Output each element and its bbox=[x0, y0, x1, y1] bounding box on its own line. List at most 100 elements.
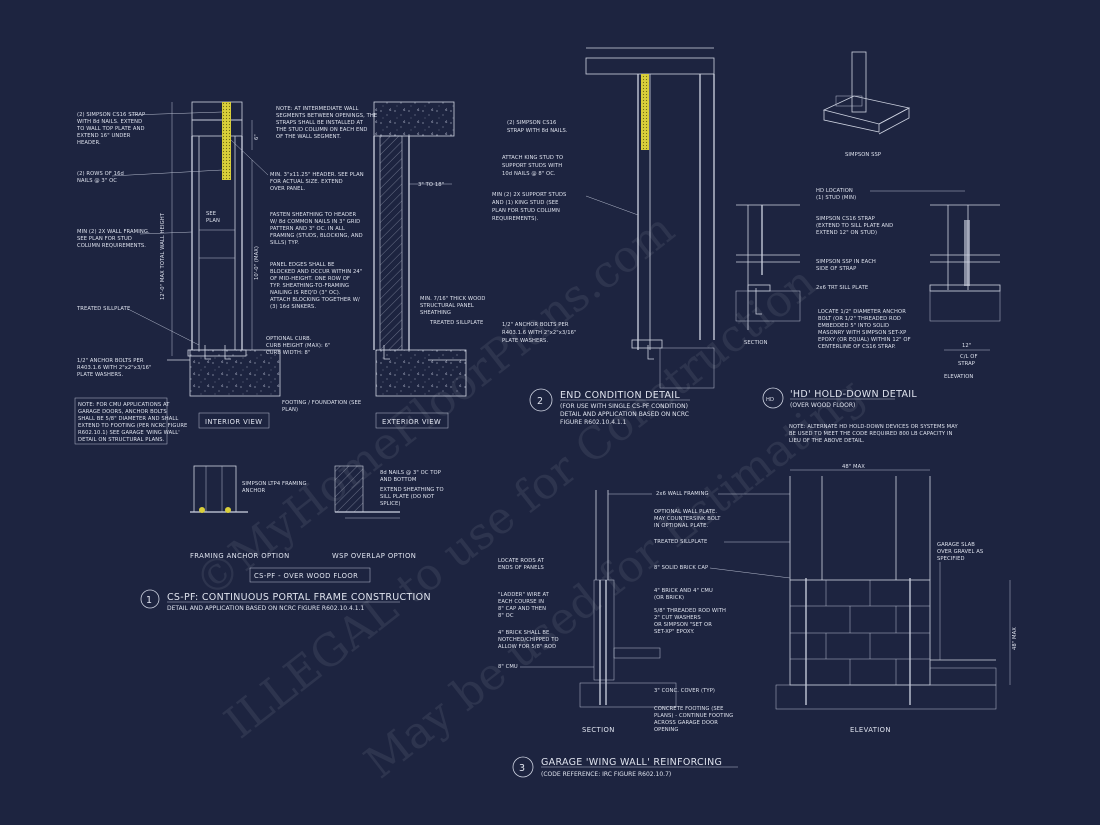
d1-note-framing: MIN (2) 2X WALL FRAMING. SEE PLAN FOR ST… bbox=[77, 229, 193, 249]
d1-note-sheathing: FASTEN SHEATHING TO HEADER W/ 8d COMMON … bbox=[270, 212, 363, 246]
svg-text:OPTIONAL CURB.: OPTIONAL CURB. bbox=[266, 336, 312, 342]
svg-text:CENTERLINE OF CS16 STRAP.: CENTERLINE OF CS16 STRAP. bbox=[818, 344, 896, 350]
svg-text:STRAP WITH 8d NAILS.: STRAP WITH 8d NAILS. bbox=[507, 128, 568, 134]
svg-text:INTERIOR VIEW: INTERIOR VIEW bbox=[205, 418, 262, 426]
svg-text:1/2" ANCHOR BOLTS PER: 1/2" ANCHOR BOLTS PER bbox=[502, 322, 569, 328]
svg-text:SIMPSON SSP IN EACH: SIMPSON SSP IN EACH bbox=[816, 259, 876, 265]
svg-text:1/2" ANCHOR BOLTS PER: 1/2" ANCHOR BOLTS PER bbox=[77, 358, 144, 364]
svg-text:BE USED TO MEET THE CODE REQUI: BE USED TO MEET THE CODE REQUIRED 800 LB… bbox=[789, 431, 953, 437]
svg-text:SHEATHING: SHEATHING bbox=[420, 310, 451, 316]
framing-anchor-option: SIMPSON LTP4 FRAMING ANCHOR FRAMING ANCH… bbox=[190, 465, 307, 560]
d2-note-support: MIN (2) 2X SUPPORT STUDS AND (1) KING ST… bbox=[492, 192, 639, 222]
exterior-view-label: EXTERIOR VIEW bbox=[375, 412, 449, 429]
svg-text:LOCATE 1/2" DIAMETER ANCHOR: LOCATE 1/2" DIAMETER ANCHOR bbox=[818, 309, 906, 315]
wing-wall-elevation-drawing: 48" MAX 48" MAX ELEVATION bbox=[775, 464, 1018, 734]
svg-text:MAY COUNTERSINK BOLT: MAY COUNTERSINK BOLT bbox=[654, 516, 721, 522]
hd-notes: HD LOCATION (1) STUD (MIN) SIMPSON CS16 … bbox=[816, 188, 965, 350]
svg-text:FASTEN SHEATHING TO HEADER: FASTEN SHEATHING TO HEADER bbox=[270, 212, 356, 218]
detail3-number: 3 bbox=[519, 763, 525, 774]
svg-text:R403.1.6 WITH 2"x2"x3/16": R403.1.6 WITH 2"x2"x3/16" bbox=[502, 330, 576, 336]
svg-text:TYP. SHEATHING-TO-FRAMING: TYP. SHEATHING-TO-FRAMING bbox=[269, 283, 349, 289]
svg-text:(2) SIMPSON CS16: (2) SIMPSON CS16 bbox=[507, 120, 556, 126]
svg-text:EXTEND SHEATHING TO: EXTEND SHEATHING TO bbox=[380, 487, 444, 493]
hd-title-block: HD 'HD' HOLD-DOWN DETAIL (OVER WOOD FLOO… bbox=[762, 387, 917, 409]
detail1-number: 1 bbox=[146, 595, 152, 606]
svg-text:(2) ROWS OF 16d: (2) ROWS OF 16d bbox=[77, 171, 124, 177]
svg-text:NAILS @ 3" OC: NAILS @ 3" OC bbox=[77, 178, 117, 184]
svg-text:DETAIL AND APPLICATION BASED O: DETAIL AND APPLICATION BASED ON NCRC bbox=[560, 411, 689, 418]
svg-text:IN OPTIONAL PLATE.: IN OPTIONAL PLATE. bbox=[654, 523, 708, 529]
svg-text:PLAN): PLAN) bbox=[282, 407, 298, 413]
svg-text:HEADER.: HEADER. bbox=[77, 140, 101, 146]
svg-text:TO WALL TOP PLATE AND: TO WALL TOP PLATE AND bbox=[76, 126, 145, 132]
svg-text:(OR BRICK): (OR BRICK) bbox=[654, 595, 684, 601]
svg-text:8" OC: 8" OC bbox=[498, 613, 514, 619]
svg-text:EXTEND 16" UNDER: EXTEND 16" UNDER bbox=[77, 133, 131, 139]
svg-text:5/8" THREADED ROD WITH: 5/8" THREADED ROD WITH bbox=[654, 608, 726, 614]
svg-text:NOTE: AT INTERMEDIATE WALL: NOTE: AT INTERMEDIATE WALL bbox=[276, 106, 359, 112]
see-plan-label: SEE PLAN bbox=[206, 211, 220, 224]
svg-text:SEGMENTS BETWEEN OPENINGS, THE: SEGMENTS BETWEEN OPENINGS, THE bbox=[276, 113, 377, 119]
svg-text:OVER PANEL.: OVER PANEL. bbox=[270, 186, 305, 192]
svg-text:SILLS) TYP.: SILLS) TYP. bbox=[270, 240, 299, 246]
svg-text:EMBEDDED 5" INTO SOLID: EMBEDDED 5" INTO SOLID bbox=[818, 323, 889, 329]
elevation-label-3: ELEVATION bbox=[850, 726, 891, 734]
dim-10-max: 10'-0" (MAX) bbox=[254, 246, 260, 280]
svg-text:EACH COURSE IN: EACH COURSE IN bbox=[498, 599, 544, 605]
detail3-title: GARAGE 'WING WALL' REINFORCING bbox=[541, 757, 722, 768]
detail1-title-block: 1 CS-PF: CONTINUOUS PORTAL FRAME CONSTRU… bbox=[140, 589, 431, 612]
hd-alt-note: NOTE: ALTERNATE HD HOLD-DOWN DEVICES OR … bbox=[789, 424, 958, 444]
svg-text:CS-PF - OVER WOOD FLOOR: CS-PF - OVER WOOD FLOOR bbox=[254, 572, 358, 580]
svg-text:OR SIMPSON "SET OR: OR SIMPSON "SET OR bbox=[654, 622, 712, 628]
svg-text:BOLT (OR 1/2" THREADED ROD: BOLT (OR 1/2" THREADED ROD bbox=[818, 316, 901, 322]
dim-6: 6" bbox=[254, 134, 260, 140]
svg-text:SPLICE): SPLICE) bbox=[380, 501, 400, 507]
svg-text:REQUIREMENTS).: REQUIREMENTS). bbox=[492, 216, 539, 222]
detail1-subtitle: DETAIL AND APPLICATION BASED ON NCRC FIG… bbox=[167, 605, 364, 612]
d1-note-curbs: OPTIONAL CURB. CURB HEIGHT (MAX): 6" CUR… bbox=[266, 336, 330, 356]
svg-text:SIDE OF STRAP: SIDE OF STRAP bbox=[816, 266, 856, 272]
hd-subtitle: (OVER WOOD FLOOR) bbox=[790, 402, 855, 409]
hd-elevation-label: ELEVATION bbox=[944, 374, 973, 380]
svg-text:EXTEND 12" ON STUD): EXTEND 12" ON STUD) bbox=[816, 230, 877, 236]
d2-note-bolts: 1/2" ANCHOR BOLTS PER R403.1.6 WITH 2"x2… bbox=[502, 322, 576, 344]
svg-text:CONCRETE FOOTING (SEE: CONCRETE FOOTING (SEE bbox=[654, 706, 724, 712]
d2-note-king: ATTACH KING STUD TO SUPPORT STUDS WITH 1… bbox=[502, 155, 563, 177]
svg-text:OF THE WALL SEGMENT.: OF THE WALL SEGMENT. bbox=[276, 134, 341, 140]
svg-text:SIMPSON CS16 STRAP: SIMPSON CS16 STRAP bbox=[816, 216, 875, 222]
svg-text:MIN (2) 2X SUPPORT STUDS: MIN (2) 2X SUPPORT STUDS bbox=[492, 192, 566, 198]
svg-text:TREATED SILLPLATE: TREATED SILLPLATE bbox=[653, 539, 707, 545]
svg-text:MIN. 3"x11.25" HEADER. SEE PLA: MIN. 3"x11.25" HEADER. SEE PLAN bbox=[270, 172, 364, 178]
svg-text:EPOXY (OR EQUAL) WITHIN 12" OF: EPOXY (OR EQUAL) WITHIN 12" OF bbox=[818, 337, 911, 343]
svg-text:AND (1) KING STUD (SEE: AND (1) KING STUD (SEE bbox=[492, 200, 559, 206]
svg-text:FOR ACTUAL SIZE. EXTEND: FOR ACTUAL SIZE. EXTEND bbox=[270, 179, 343, 185]
d1-note-panel-edges: PANEL EDGES SHALL BE BLOCKED AND OCCUR W… bbox=[269, 262, 362, 310]
d1-note-ext-sill: TREATED SILLPLATE bbox=[429, 320, 483, 326]
svg-text:THE STUD COLUMN ON EACH END: THE STUD COLUMN ON EACH END bbox=[275, 127, 367, 133]
svg-text:SEE PLAN FOR STUD: SEE PLAN FOR STUD bbox=[77, 236, 132, 242]
detail2-drawing bbox=[585, 47, 715, 389]
hd-section-drawing: SECTION bbox=[735, 204, 801, 346]
svg-text:3" CONC. COVER (TYP): 3" CONC. COVER (TYP) bbox=[654, 688, 715, 694]
svg-text:R403.1.6 WITH 2"x2"x3/16": R403.1.6 WITH 2"x2"x3/16" bbox=[77, 365, 151, 371]
svg-text:8" CMU: 8" CMU bbox=[498, 664, 518, 670]
hd-badge: HD bbox=[766, 397, 774, 403]
svg-text:OPENING: OPENING bbox=[654, 727, 679, 733]
d1-note-header: MIN. 3"x11.25" HEADER. SEE PLAN FOR ACTU… bbox=[230, 139, 364, 192]
wsp-overlap-option: 8d NAILS @ 3" OC TOP AND BOTTOM EXTEND S… bbox=[332, 465, 444, 560]
svg-text:ALLOW FOR 5/8" ROD: ALLOW FOR 5/8" ROD bbox=[498, 644, 556, 650]
svg-text:GARAGE DOORS, ANCHOR BOLTS: GARAGE DOORS, ANCHOR BOLTS bbox=[78, 409, 167, 415]
svg-text:"LADDER" WIRE AT: "LADDER" WIRE AT bbox=[498, 592, 550, 598]
wsp-overlap-label: WSP OVERLAP OPTION bbox=[332, 552, 416, 560]
d1-note-strap: (2) SIMPSON CS16 STRAP WITH 8d NAILS. EX… bbox=[76, 111, 223, 146]
svg-text:R602.10.1) SEE GARAGE 'WING WA: R602.10.1) SEE GARAGE 'WING WALL' bbox=[78, 430, 180, 436]
svg-text:(EXTEND TO SILL PLATE AND: (EXTEND TO SILL PLATE AND bbox=[816, 223, 893, 229]
svg-text:4" BRICK AND 4" CMU: 4" BRICK AND 4" CMU bbox=[654, 588, 713, 594]
d1-note-cmu: NOTE: FOR CMU APPLICATIONS AT GARAGE DOO… bbox=[74, 397, 187, 445]
svg-text:SIMPSON LTP4 FRAMING: SIMPSON LTP4 FRAMING bbox=[242, 481, 307, 487]
svg-text:BLOCKED AND OCCUR WITHIN 24": BLOCKED AND OCCUR WITHIN 24" bbox=[270, 269, 362, 275]
hd-dim-12: 12" bbox=[962, 343, 971, 349]
svg-text:COLUMN REQUIREMENTS.: COLUMN REQUIREMENTS. bbox=[77, 243, 146, 249]
svg-text:DETAIL ON STRUCTURAL PLANS.: DETAIL ON STRUCTURAL PLANS. bbox=[78, 437, 165, 443]
svg-text:ATTACH BLOCKING TOGETHER W/: ATTACH BLOCKING TOGETHER W/ bbox=[270, 297, 360, 303]
